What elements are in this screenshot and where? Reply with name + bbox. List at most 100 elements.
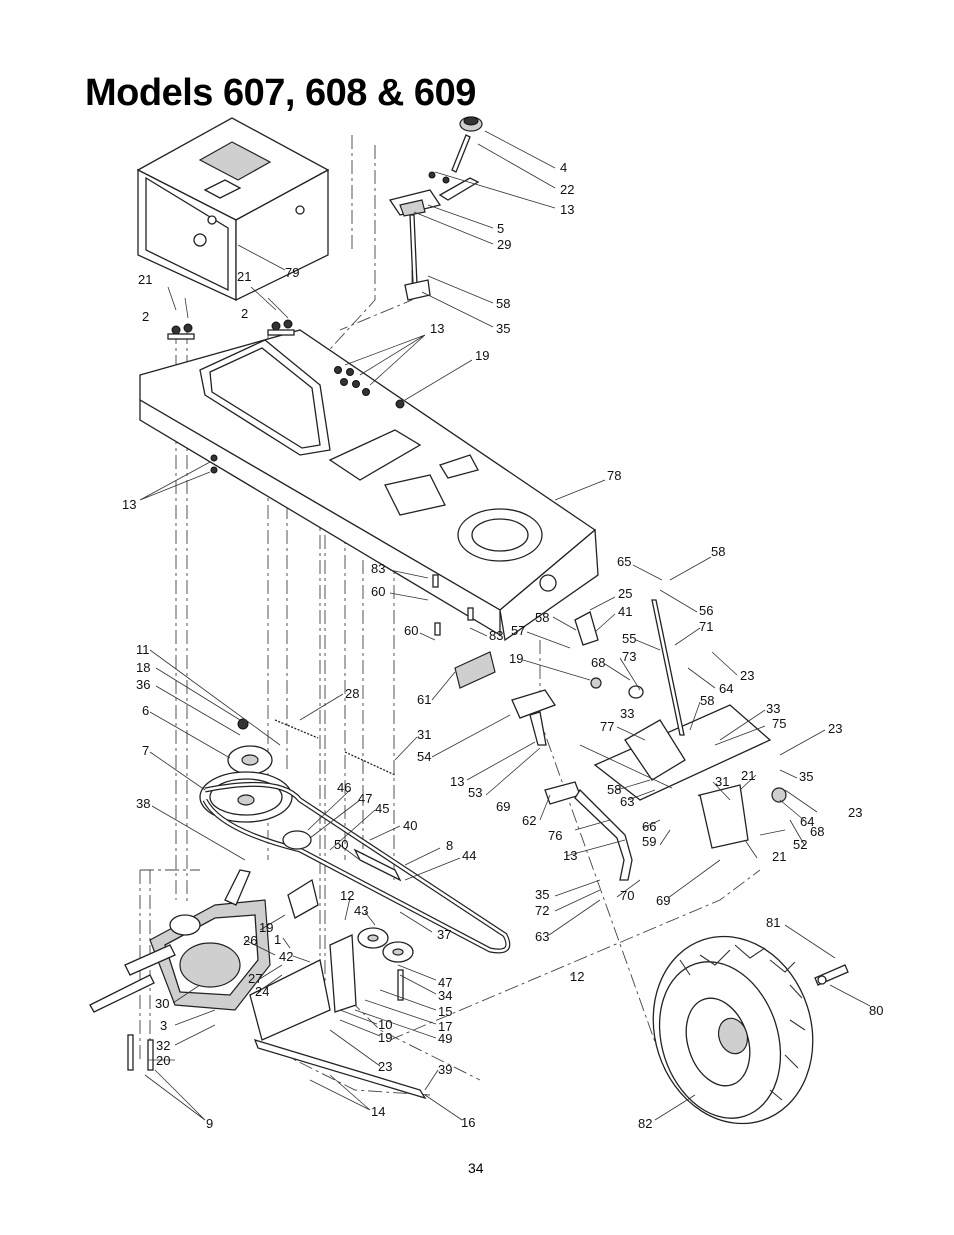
- callout-63: 63: [535, 929, 549, 944]
- callout-13: 13: [563, 848, 577, 863]
- callout-35: 35: [799, 769, 813, 784]
- callout-78: 78: [607, 468, 621, 483]
- callout-16: 16: [461, 1115, 475, 1130]
- callout-58: 58: [700, 693, 714, 708]
- callout-24: 24: [255, 984, 269, 999]
- callout-66: 66: [642, 819, 656, 834]
- callout-2: 2: [241, 306, 248, 321]
- callout-10: 10: [378, 1017, 392, 1032]
- callout-41: 41: [618, 604, 632, 619]
- callout-11: 11: [136, 642, 150, 657]
- callout-4: 4: [560, 160, 567, 175]
- callout-58: 58: [711, 544, 725, 559]
- callout-28: 28: [345, 686, 359, 701]
- callout-1: 1: [274, 932, 281, 947]
- callout-21: 21: [772, 849, 786, 864]
- callout-58: 58: [496, 296, 510, 311]
- callout-13: 13: [450, 774, 464, 789]
- callout-68: 68: [810, 824, 824, 839]
- callout-72: 72: [535, 903, 549, 918]
- callout-35: 35: [535, 887, 549, 902]
- callout-5: 5: [497, 221, 504, 236]
- callout-21: 21: [138, 272, 152, 287]
- callout-19: 19: [378, 1030, 392, 1045]
- callout-70: 70: [620, 888, 634, 903]
- callout-82: 82: [638, 1116, 652, 1131]
- callout-45: 45: [375, 801, 389, 816]
- callout-59: 59: [642, 834, 656, 849]
- callout-58: 58: [535, 610, 549, 625]
- callout-27: 27: [248, 971, 262, 986]
- callout-43: 43: [354, 903, 368, 918]
- callout-17: 17: [438, 1019, 452, 1034]
- callout-23: 23: [828, 721, 842, 736]
- callout-23: 23: [848, 805, 862, 820]
- main-frame: [139, 329, 599, 642]
- callout-81: 81: [766, 915, 780, 930]
- callout-83: 83: [371, 561, 385, 576]
- lower-linkage: [127, 848, 427, 1100]
- callout-labels: 4 22 13 5 29 79 21 2 21 2 58 35 13 19 78…: [122, 160, 883, 1131]
- callout-15: 15: [438, 1004, 452, 1019]
- callout-63: 63: [620, 794, 634, 809]
- rear-bracket: [136, 117, 330, 302]
- callout-44: 44: [462, 848, 476, 863]
- callout-30: 30: [155, 996, 169, 1011]
- callout-21: 21: [237, 269, 251, 284]
- callout-6: 6: [142, 703, 149, 718]
- callout-46: 46: [337, 780, 351, 795]
- callout-76: 76: [548, 828, 562, 843]
- callout-23: 23: [740, 668, 754, 683]
- callout-62: 62: [522, 813, 536, 828]
- callout-18: 18: [136, 660, 150, 675]
- callout-19: 19: [475, 348, 489, 363]
- callout-61: 61: [417, 692, 431, 707]
- callout-19: 19: [509, 651, 523, 666]
- callout-9: 9: [206, 1116, 213, 1131]
- callout-47: 47: [358, 791, 372, 806]
- callout-32: 32: [156, 1038, 170, 1053]
- rear-wheel: [652, 935, 849, 1125]
- callout-50: 50: [334, 837, 348, 852]
- callout-64: 64: [800, 814, 814, 829]
- callout-20: 20: [156, 1053, 170, 1068]
- pedal-assembly: [432, 574, 787, 881]
- leader-lines: [139, 130, 871, 1121]
- callout-14: 14: [371, 1104, 385, 1119]
- callout-60: 60: [404, 623, 418, 638]
- callout-79: 79: [285, 265, 299, 280]
- callout-83: 83: [489, 628, 503, 643]
- callout-13: 13: [122, 497, 136, 512]
- callout-33: 33: [766, 701, 780, 716]
- callout-34: 34: [438, 988, 452, 1003]
- callout-65: 65: [617, 554, 631, 569]
- callout-39: 39: [438, 1062, 452, 1077]
- callout-52: 52: [793, 837, 807, 852]
- callout-71: 71: [699, 619, 713, 634]
- callout-77: 77: [600, 719, 614, 734]
- callout-29: 29: [497, 237, 511, 252]
- callout-40: 40: [403, 818, 417, 833]
- callout-37: 37: [437, 927, 451, 942]
- callout-31: 31: [715, 774, 729, 789]
- callout-31: 31: [417, 727, 431, 742]
- callout-21: 21: [741, 768, 755, 783]
- callout-69: 69: [496, 799, 510, 814]
- callout-13: 13: [560, 202, 574, 217]
- callout-22: 22: [560, 182, 574, 197]
- callout-33: 33: [620, 706, 634, 721]
- fasteners-upper: [167, 319, 405, 474]
- callout-12: 12: [570, 969, 584, 984]
- callout-57: 57: [511, 623, 525, 638]
- callout-54: 54: [417, 749, 431, 764]
- callout-73: 73: [622, 649, 636, 664]
- callout-13: 13: [430, 321, 444, 336]
- transaxle: [89, 869, 271, 1013]
- callout-3: 3: [160, 1018, 167, 1033]
- callout-7: 7: [142, 743, 149, 758]
- lift-handle-assembly: [388, 116, 483, 301]
- callout-53: 53: [468, 785, 482, 800]
- callout-47: 47: [438, 975, 452, 990]
- callout-56: 56: [699, 603, 713, 618]
